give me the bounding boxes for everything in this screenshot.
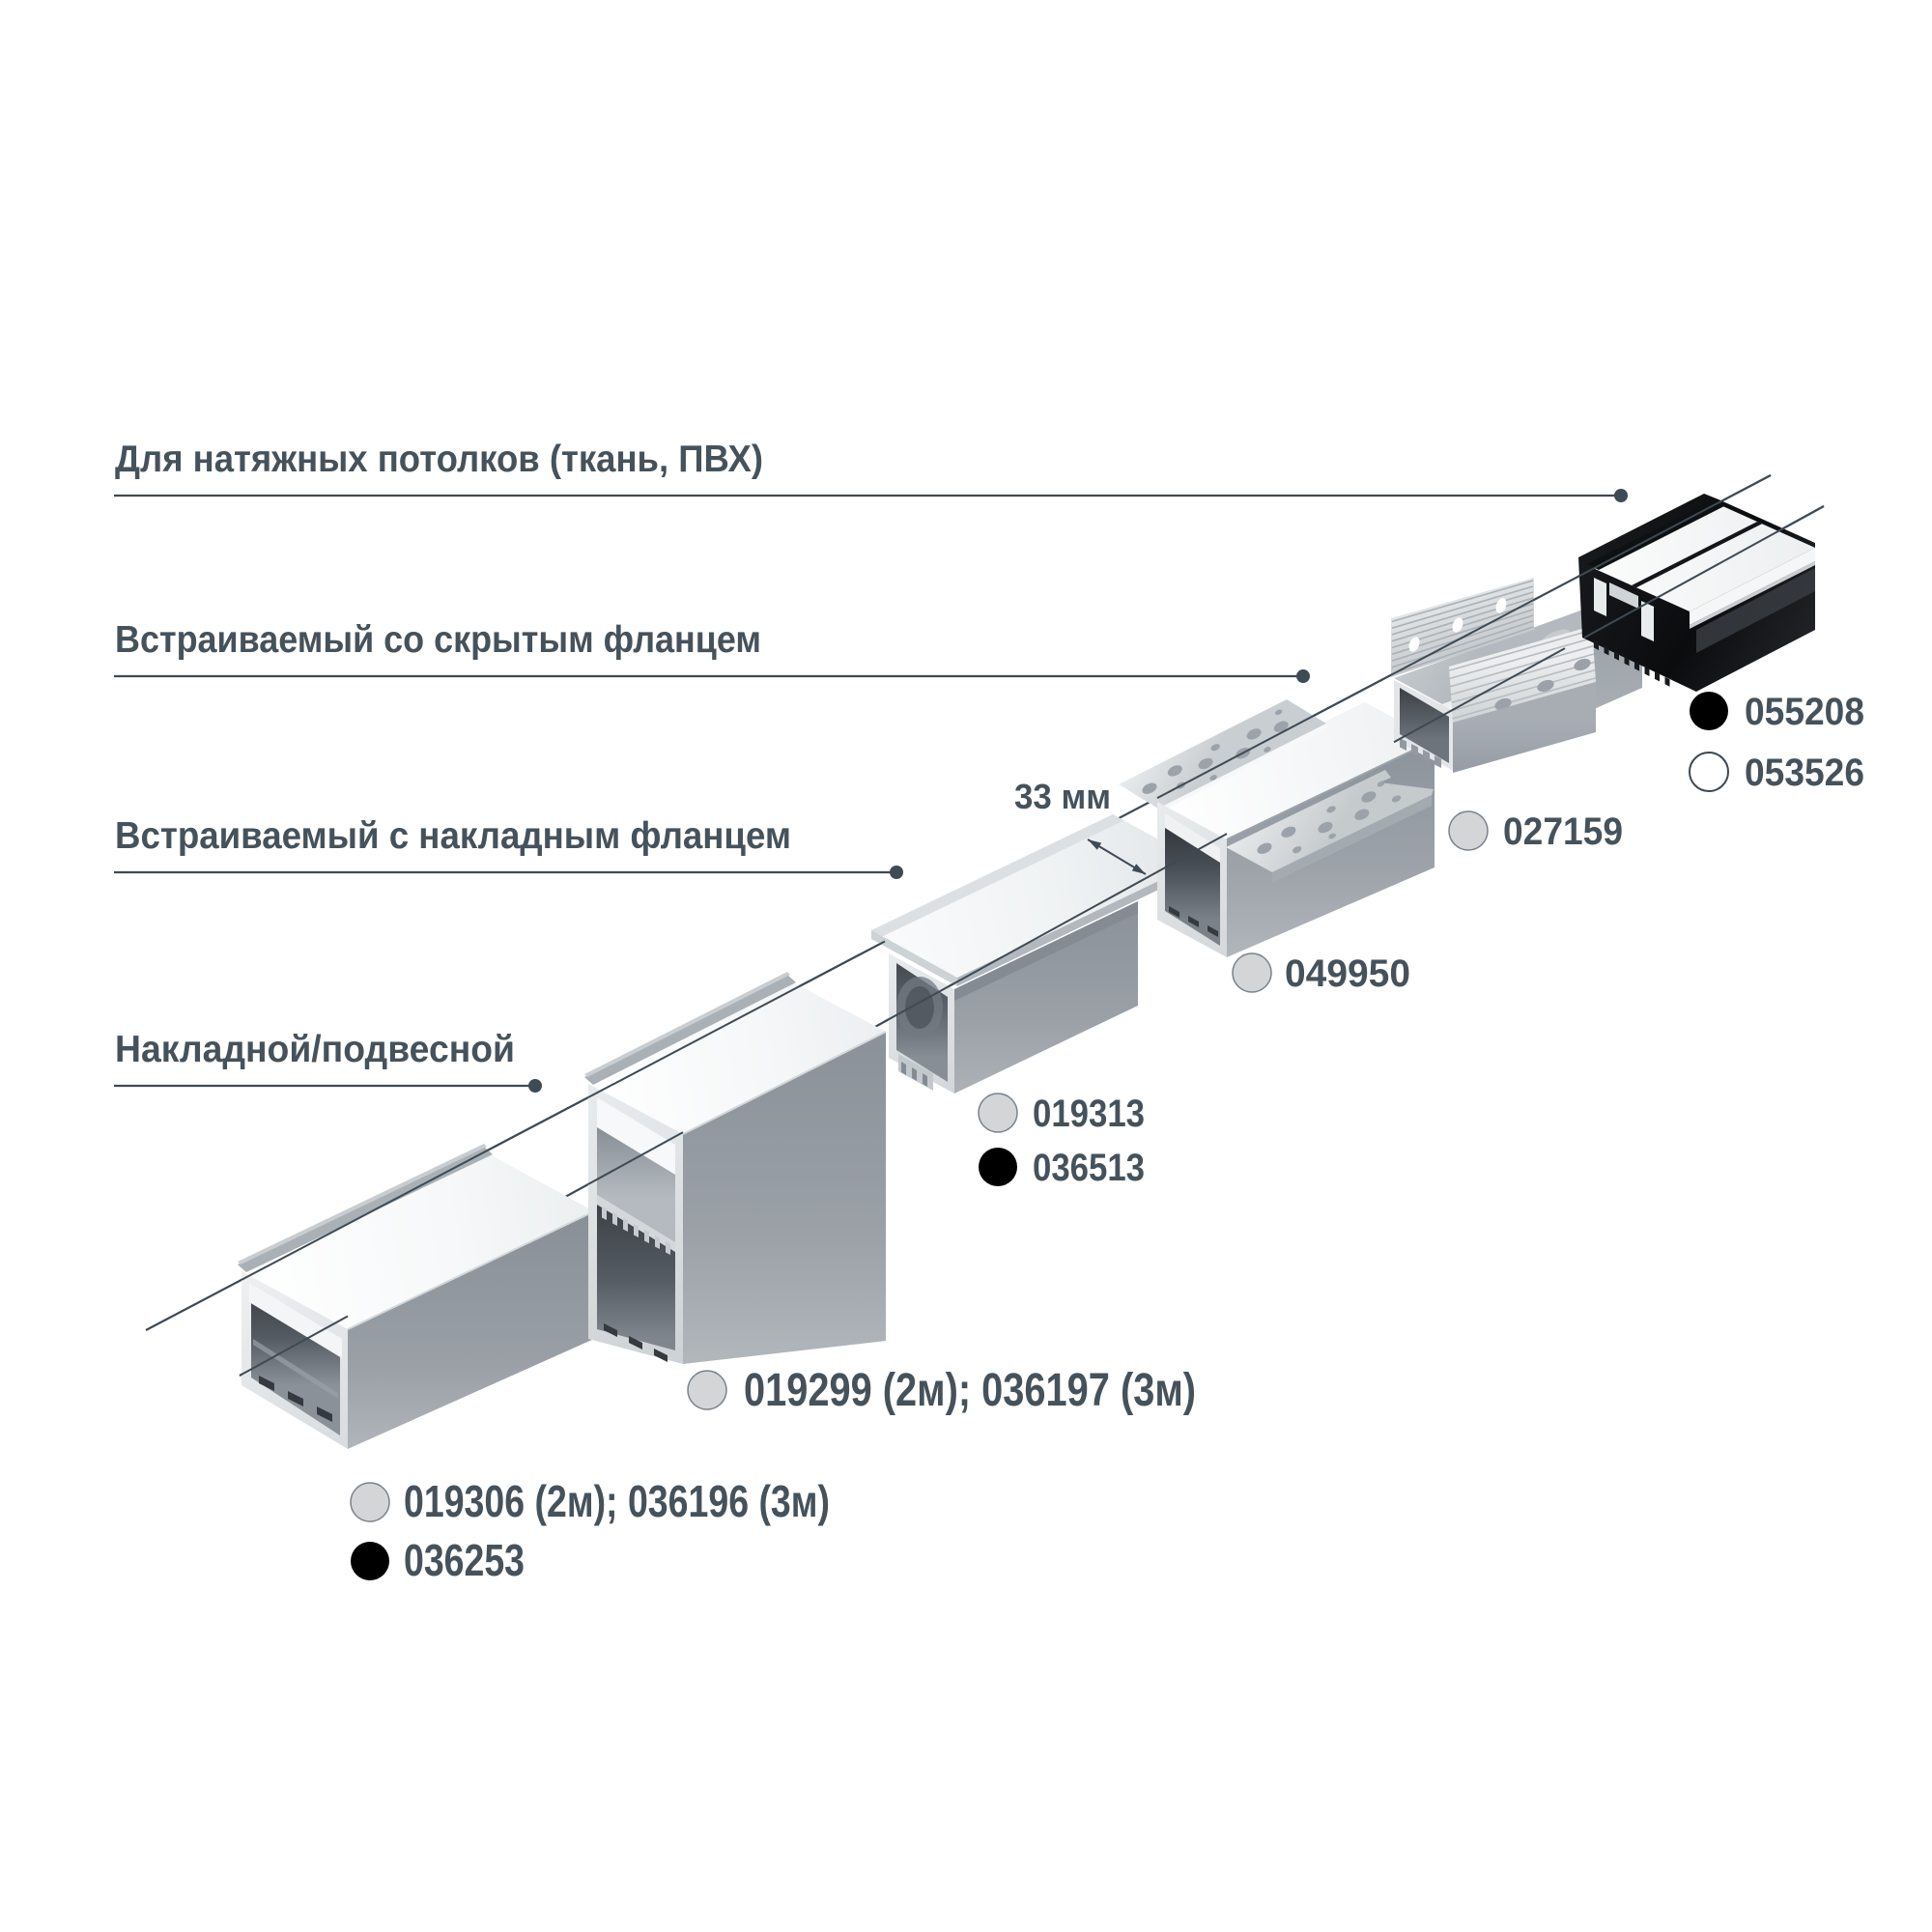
svg-text:019299 (2м); 036197 (3м): 019299 (2м); 036197 (3м) [744, 1365, 1196, 1416]
svg-text:053526: 053526 [1745, 752, 1864, 794]
svg-text:019313: 019313 [1033, 1093, 1145, 1135]
svg-text:055208: 055208 [1745, 691, 1864, 733]
svg-text:049950: 049950 [1285, 952, 1410, 995]
svg-text:027159: 027159 [1503, 810, 1623, 853]
svg-text:Накладной/подвесной: Накладной/подвесной [115, 1029, 515, 1070]
svg-text:036513: 036513 [1033, 1147, 1145, 1189]
svg-text:33 мм: 33 мм [1014, 777, 1111, 816]
svg-text:Встраиваемый со скрытым фланце: Встраиваемый со скрытым фланцем [115, 619, 761, 661]
svg-text:Для натяжных потолков (ткань,: Для натяжных потолков (ткань, ПВХ) [115, 439, 763, 480]
svg-text:Встраиваемый с накладным фланц: Встраиваемый с накладным фланцем [115, 815, 791, 857]
svg-text:019306 (2м); 036196 (3м): 019306 (2м); 036196 (3м) [404, 1476, 830, 1526]
svg-text:036253: 036253 [404, 1535, 525, 1585]
